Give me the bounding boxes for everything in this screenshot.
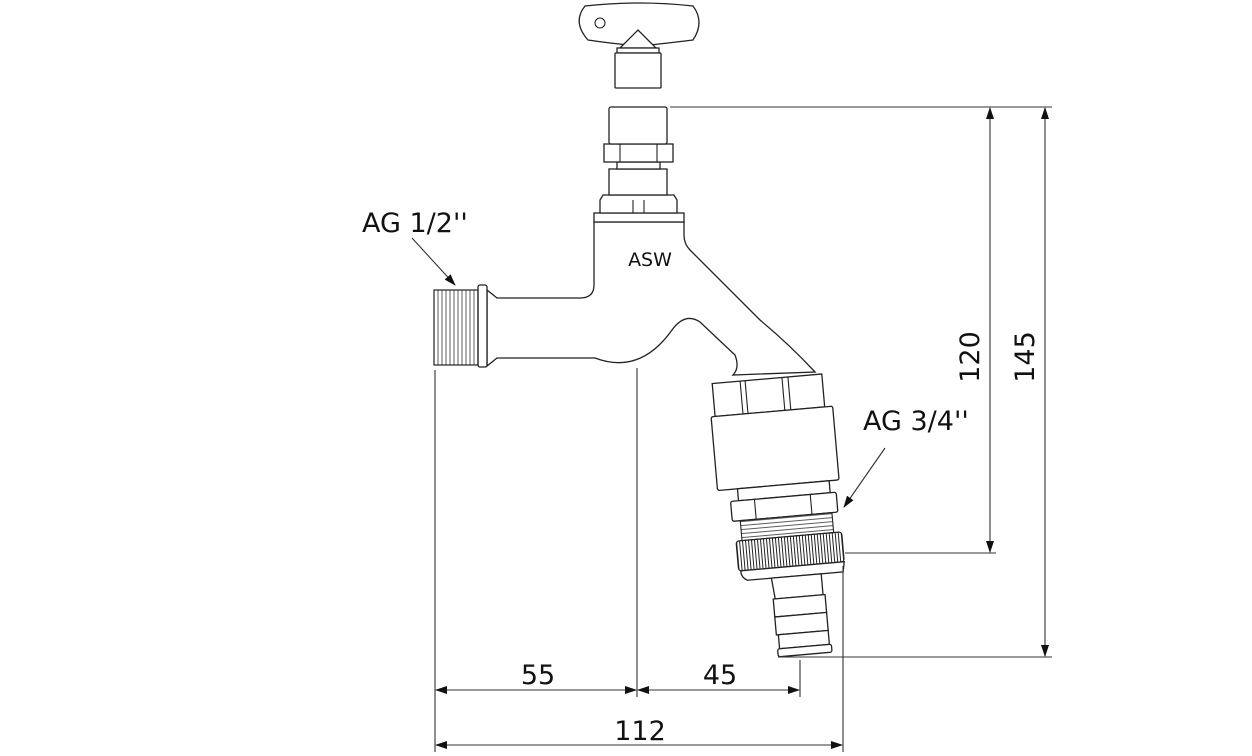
inlet-thread-label: AG 1/2'': [362, 208, 468, 239]
tap-body: ASW: [433, 106, 817, 376]
outlet-assembly: [710, 373, 845, 658]
outlet-thread-label: AG 3/4'': [863, 406, 969, 437]
dim-120: 120: [955, 331, 986, 383]
key-handle: [578, 2, 700, 89]
dim-145: 145: [1010, 331, 1041, 383]
dim-55: 55: [521, 660, 555, 691]
dimension-lines: [411, 106, 1052, 752]
dim-112: 112: [614, 716, 666, 747]
inlet-thread: [433, 289, 479, 366]
brand-label: ASW: [628, 249, 672, 271]
dim-45: 45: [703, 660, 737, 691]
outlet-leader-arrow: [843, 447, 886, 508]
inlet-leader-arrow: [411, 237, 456, 286]
